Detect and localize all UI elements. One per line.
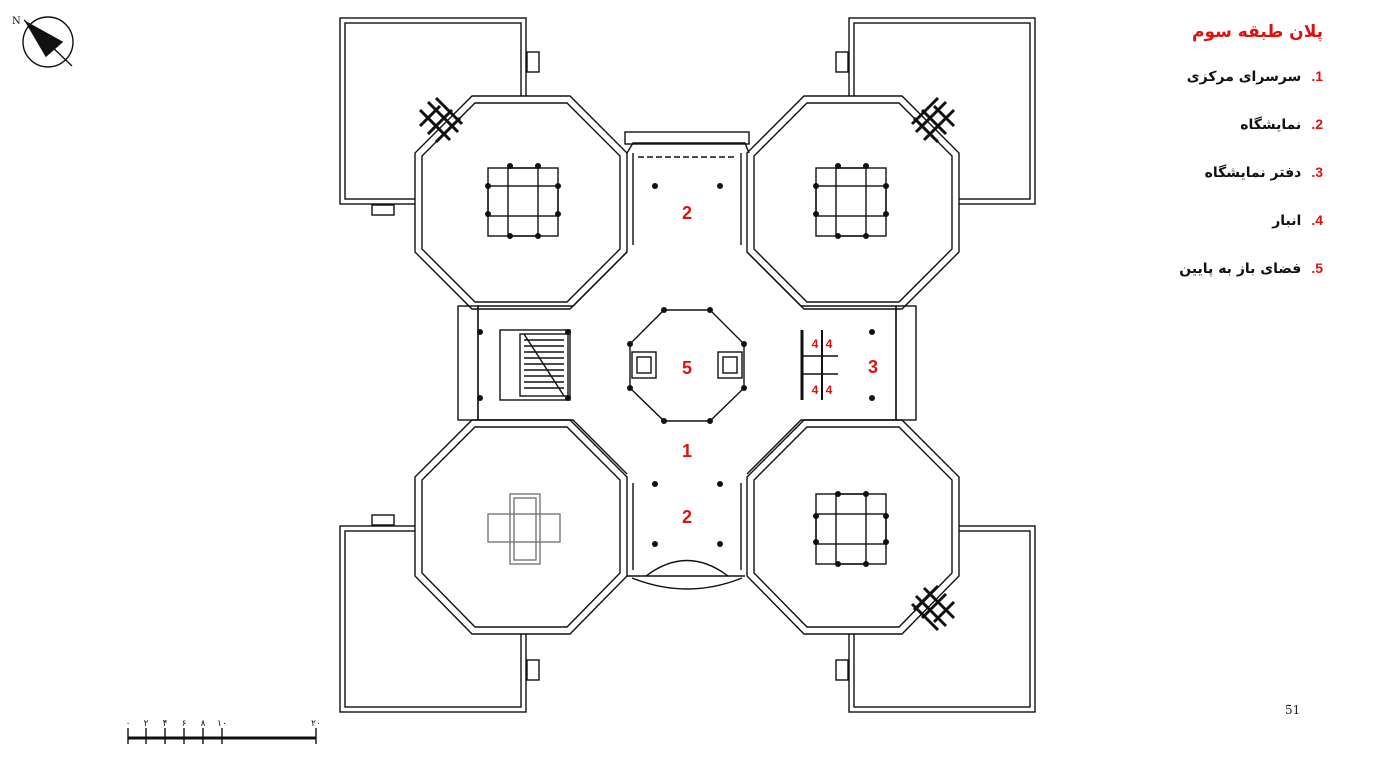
octagon-pod-sw <box>414 419 628 635</box>
column-grid-se <box>815 493 887 565</box>
octagon-pod-se <box>746 419 960 635</box>
staircase <box>457 305 571 421</box>
room-label-storage: 4 <box>812 337 819 351</box>
octagon-pod-ne <box>746 95 960 310</box>
legend-item-number: 2. <box>1311 116 1323 132</box>
legend-item-number: 5. <box>1311 260 1323 276</box>
legend-item: 4. انبار <box>1063 212 1323 260</box>
room-label-office: 3 <box>868 357 878 377</box>
scale-tick-label: ۱۰ <box>217 719 227 729</box>
page-number: 51 <box>1285 703 1301 717</box>
legend-item-label: انبار <box>1272 213 1302 229</box>
legend-item: 5. فضای باز به پایین <box>1063 260 1323 308</box>
room-label-storage: 4 <box>826 383 833 397</box>
legend-item-number: 4. <box>1311 212 1323 228</box>
legend-title: پلان طبقه سوم <box>1192 22 1323 42</box>
room-label-storage: 4 <box>826 337 833 351</box>
room-label-exhibition-bottom: 2 <box>682 507 692 527</box>
office-east <box>800 305 917 421</box>
scale-tick-label: ۸ <box>201 719 206 729</box>
room-label-exhibition-top: 2 <box>682 203 692 223</box>
legend-item-number: 1. <box>1311 68 1323 84</box>
column-grid-sw <box>487 493 561 565</box>
lattice-window-ne <box>910 96 956 144</box>
legend: پلان طبقه سوم 1.سرسرای مرکزی 2.نمایشگاه … <box>1063 22 1323 308</box>
lattice-window-nw <box>418 96 464 144</box>
room-label-void: 5 <box>682 358 692 378</box>
columns <box>477 163 889 567</box>
legend-item-label: سرسرای مرکزی <box>1186 69 1302 85</box>
legend-item-label: فضای باز به پایین <box>1179 261 1302 277</box>
scale-tick-label: ۴ <box>163 719 168 729</box>
legend-item: 3. دفتر نمایشگاه <box>1063 164 1323 212</box>
compass-rose <box>22 16 74 68</box>
lattice-window-se <box>910 584 956 632</box>
room-label-storage: 4 <box>812 383 819 397</box>
scale-tick-label: ۲۰ <box>311 719 321 729</box>
scale-tick-label: ۲ <box>144 719 149 729</box>
compass-north-label: N <box>12 16 21 27</box>
legend-item-label: نمایشگاه <box>1240 117 1302 133</box>
legend-item: 2. نمایشگاه <box>1063 116 1323 164</box>
column-grid-ne <box>815 167 887 237</box>
octagon-pod-nw <box>414 95 628 310</box>
scale-tick-label: ۶ <box>182 719 187 729</box>
column-grid-nw <box>487 167 559 237</box>
room-label-hall: 1 <box>682 441 692 461</box>
scale-bar <box>127 728 317 744</box>
legend-item-number: 3. <box>1311 164 1323 180</box>
legend-item: 1. سرسرای مرکزی <box>1063 68 1323 116</box>
scale-tick-label: ۰ <box>126 719 131 729</box>
legend-item-label: دفتر نمایشگاه <box>1204 165 1302 181</box>
